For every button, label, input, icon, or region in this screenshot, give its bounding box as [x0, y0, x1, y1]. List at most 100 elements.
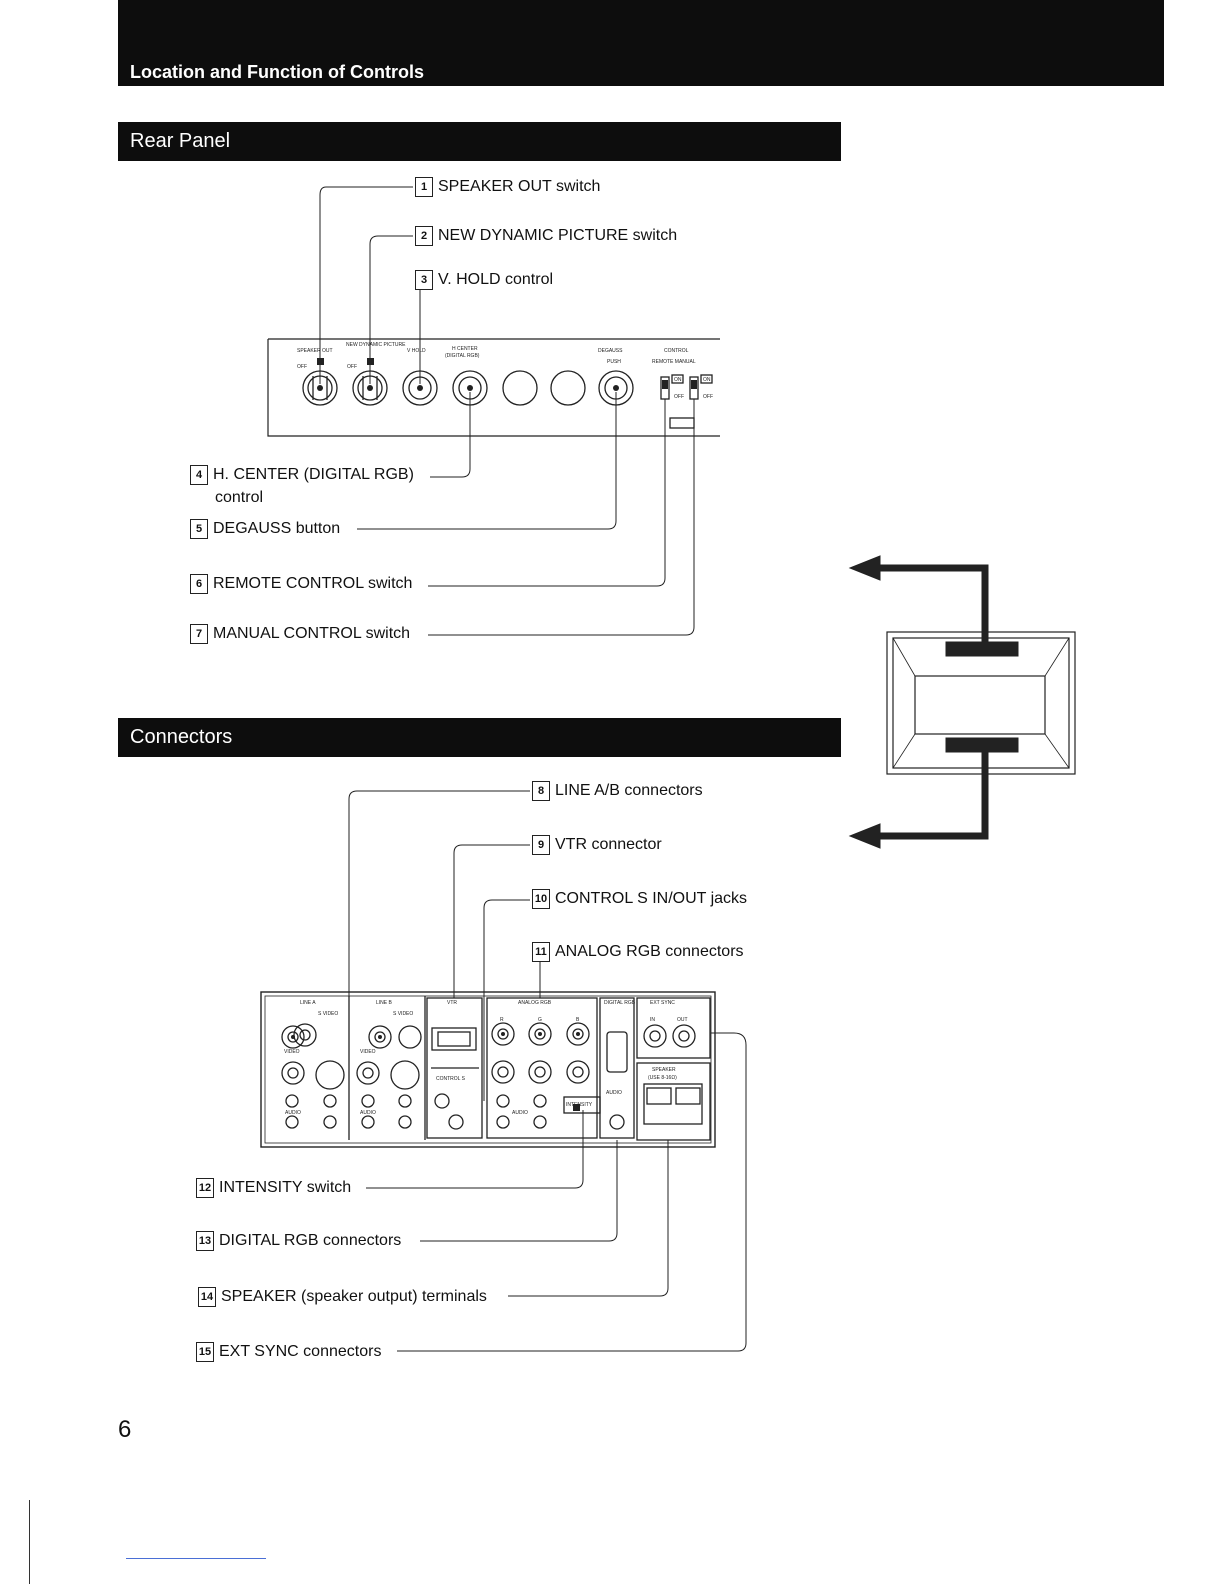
- callout-ext-sync: 15 EXT SYNC connectors: [196, 1342, 381, 1362]
- panel-audio-digital-text: AUDIO: [606, 1090, 622, 1096]
- panel-h-center-text: H CENTER: [452, 346, 478, 352]
- page-number: 6: [118, 1416, 132, 1443]
- callout-label: DIGITAL RGB connectors: [219, 1232, 402, 1250]
- page-header-title: Location and Function of Controls: [130, 62, 424, 82]
- connectors-heading: Connectors: [130, 726, 233, 748]
- callout-label: NEW DYNAMIC PICTURE switch: [438, 227, 678, 245]
- callout-h-center-line2: control: [215, 489, 264, 506]
- callout-degauss: 5 DEGAUSS button: [190, 519, 340, 539]
- callout-digital-rgb: 13 DIGITAL RGB connectors: [196, 1231, 401, 1251]
- panel-ext-sync-text: EXT SYNC: [650, 1000, 675, 1006]
- panel-audio-rgb-text: AUDIO: [512, 1110, 528, 1116]
- callout-label: LINE A/B connectors: [555, 782, 703, 800]
- panel-ext-out-text: OUT: [677, 1017, 688, 1023]
- callout-number: 14: [198, 1287, 216, 1307]
- callout-label: H. CENTER (DIGITAL RGB): [213, 466, 414, 484]
- callout-number: 7: [190, 624, 208, 644]
- callout-number: 2: [415, 226, 433, 246]
- callout-line-ab: 8 LINE A/B connectors: [532, 781, 703, 801]
- panel-off-text-1: OFF: [297, 364, 307, 370]
- panel-video-a-text: VIDEO: [284, 1049, 300, 1055]
- callout-analog-rgb: 11 ANALOG RGB connectors: [532, 942, 744, 962]
- callout-label: DEGAUSS button: [213, 520, 341, 538]
- panel-control-s-text: CONTROL S: [436, 1076, 466, 1082]
- panel-degauss-text: DEGAUSS: [598, 348, 623, 354]
- ext-sync-jacks: [643, 1024, 696, 1048]
- panel-new-dynamic-picture-text: NEW DYNAMIC PICTURE: [346, 342, 406, 348]
- panel-line-b-text: LINE B: [376, 1000, 393, 1006]
- panel-vtr-text: VTR: [447, 1000, 457, 1006]
- blank-hole-2: [550, 370, 586, 406]
- callout-speaker-terminals: 14 SPEAKER (speaker output) terminals: [198, 1287, 487, 1307]
- monitor-arrows: [848, 555, 1019, 849]
- callout-label: V. HOLD control: [438, 271, 554, 289]
- callout-label: SPEAKER OUT switch: [438, 178, 601, 196]
- callout-label: VTR connector: [555, 836, 662, 854]
- panel-on-text-1: ON: [674, 377, 682, 383]
- panel-remote-manual-text: REMOTE MANUAL: [652, 359, 696, 365]
- connectors-section-bar: Connectors: [118, 718, 841, 757]
- vtr-connector-drawing: [431, 1027, 479, 1130]
- rear-panel-heading: Rear Panel: [130, 130, 231, 152]
- callout-v-hold: 3 V. HOLD control: [415, 270, 553, 290]
- panel-audio-a-text: AUDIO: [285, 1110, 301, 1116]
- callout-label: CONTROL S IN/OUT jacks: [555, 890, 748, 908]
- callout-remote-control: 6 REMOTE CONTROL switch: [190, 574, 412, 594]
- margin-line: [29, 1500, 30, 1584]
- callout-label: EXT SYNC connectors: [219, 1343, 382, 1361]
- callout-number: 6: [190, 574, 208, 594]
- panel-speaker-out-text: SPEAKER OUT: [297, 348, 333, 354]
- panel-ext-in-text: IN: [650, 1017, 655, 1023]
- panel-b-text: B: [576, 1017, 580, 1023]
- panel-v-hold-text: V HOLD: [407, 348, 426, 354]
- monitor-rear-view: [886, 631, 1076, 775]
- panel-off-text-2: OFF: [347, 364, 357, 370]
- line-b-jacks: [356, 1025, 422, 1129]
- callout-number: 4: [190, 465, 208, 485]
- digital-rgb-connector-drawing: [606, 1031, 628, 1130]
- panel-s-video-a-text: S VIDEO: [318, 1011, 338, 1017]
- callout-label: ANALOG RGB connectors: [555, 943, 744, 961]
- panel-h-center-sub-text: (DIGITAL RGB): [445, 353, 480, 359]
- panel-s-video-b-text: S VIDEO: [393, 1011, 413, 1017]
- blank-hole-1: [502, 370, 538, 406]
- speaker-terminals: [643, 1083, 703, 1125]
- header-bar: [118, 0, 1164, 86]
- callout-number: 13: [196, 1231, 214, 1251]
- callout-intensity: 12 INTENSITY switch: [196, 1178, 351, 1198]
- callout-vtr: 9 VTR connector: [532, 835, 662, 855]
- panel-intensity-text: INTENSITY: [566, 1102, 593, 1108]
- analog-rgb-jacks: [491, 1022, 601, 1129]
- callout-number: 11: [532, 942, 550, 962]
- callout-number: 9: [532, 835, 550, 855]
- callout-number: 15: [196, 1342, 214, 1362]
- callout-number: 8: [532, 781, 550, 801]
- callout-speaker-out: 1 SPEAKER OUT switch: [415, 177, 600, 197]
- rear-panel-section-bar: Rear Panel: [118, 122, 841, 161]
- panel-g-text: G: [538, 1017, 542, 1023]
- callout-number: 10: [532, 889, 550, 909]
- line-a-jacks: [281, 1023, 345, 1129]
- callout-label: SPEAKER (speaker output) terminals: [221, 1288, 487, 1306]
- callout-number: 3: [415, 270, 433, 290]
- panel-speaker-sub-text: (USE 8-16Ω): [648, 1075, 677, 1081]
- callout-label: REMOTE CONTROL switch: [213, 575, 413, 593]
- panel-control-text: CONTROL: [664, 348, 689, 354]
- panel-speaker-text: SPEAKER: [652, 1067, 676, 1073]
- panel-off-text-3: OFF: [674, 394, 684, 400]
- panel-on-text-2: ON: [703, 377, 711, 383]
- panel-off-text-4: OFF: [703, 394, 713, 400]
- callout-control-s: 10 CONTROL S IN/OUT jacks: [532, 889, 747, 909]
- panel-push-text: PUSH: [607, 359, 621, 365]
- callout-h-center: 4 H. CENTER (DIGITAL RGB): [190, 465, 414, 485]
- callout-new-dynamic-picture: 2 NEW DYNAMIC PICTURE switch: [415, 226, 677, 246]
- callout-number: 5: [190, 519, 208, 539]
- callout-label: INTENSITY switch: [219, 1179, 352, 1197]
- panel-line-a-text: LINE A: [300, 1000, 316, 1006]
- panel-r-text: R: [500, 1017, 504, 1023]
- panel-audio-b-text: AUDIO: [360, 1110, 376, 1116]
- callout-number: 12: [196, 1178, 214, 1198]
- callout-number: 1: [415, 177, 433, 197]
